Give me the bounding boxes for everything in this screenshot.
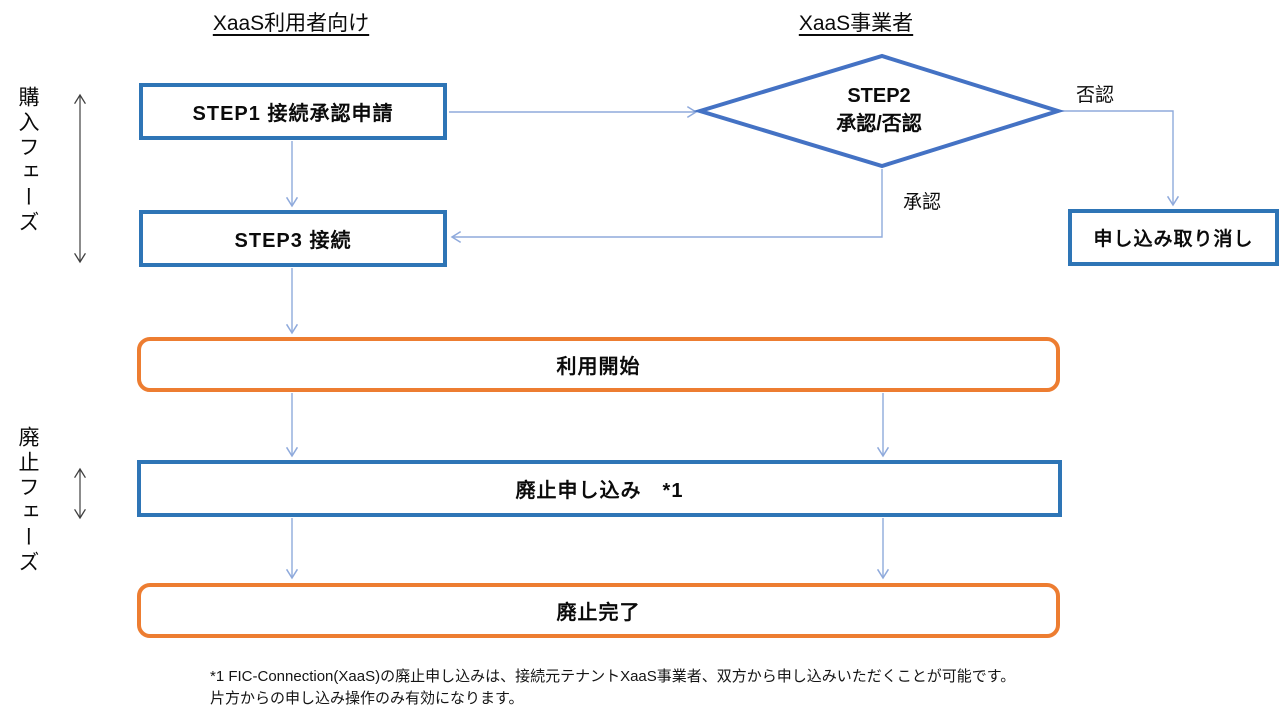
node-start: 利用開始 <box>137 337 1060 392</box>
footnote-line2: 片方からの申し込み操作のみ有効になります。 <box>210 690 524 707</box>
purchase-phase-label: 購入フェーズ <box>16 86 39 236</box>
node-abolish-done: 廃止完了 <box>137 583 1060 638</box>
node-step2-line2: 承認/否認 <box>836 113 922 135</box>
step2-diamond <box>693 53 1065 169</box>
node-step3: STEP3 接続 <box>139 210 447 267</box>
column-header-provider: XaaS事業者 <box>798 12 914 35</box>
node-cancel: 申し込み取り消し <box>1068 209 1279 266</box>
footnote-line1: *1 FIC-Connection(XaaS)の廃止申し込みは、接続元テナントX… <box>210 668 1016 685</box>
footnote: *1 FIC-Connection(XaaS)の廃止申し込みは、接続元テナントX… <box>210 666 1050 710</box>
edge-label-approve: 承認 <box>903 192 942 213</box>
abolition-phase-label: 廃止フェーズ <box>16 426 39 576</box>
edge-label-deny: 否認 <box>1076 85 1115 106</box>
edge-step2-deny-to-cancel <box>1060 110 1180 207</box>
node-step2-label: STEP2 承認/否認 <box>779 82 979 138</box>
edge-step2-approve-to-step3 <box>450 169 883 244</box>
node-step2-line1: STEP2 <box>847 85 911 107</box>
node-abolish-request: 廃止申し込み *1 <box>137 460 1062 517</box>
node-step1: STEP1 接続承認申請 <box>139 83 447 140</box>
column-header-consumer: XaaS利用者向け <box>212 12 370 35</box>
